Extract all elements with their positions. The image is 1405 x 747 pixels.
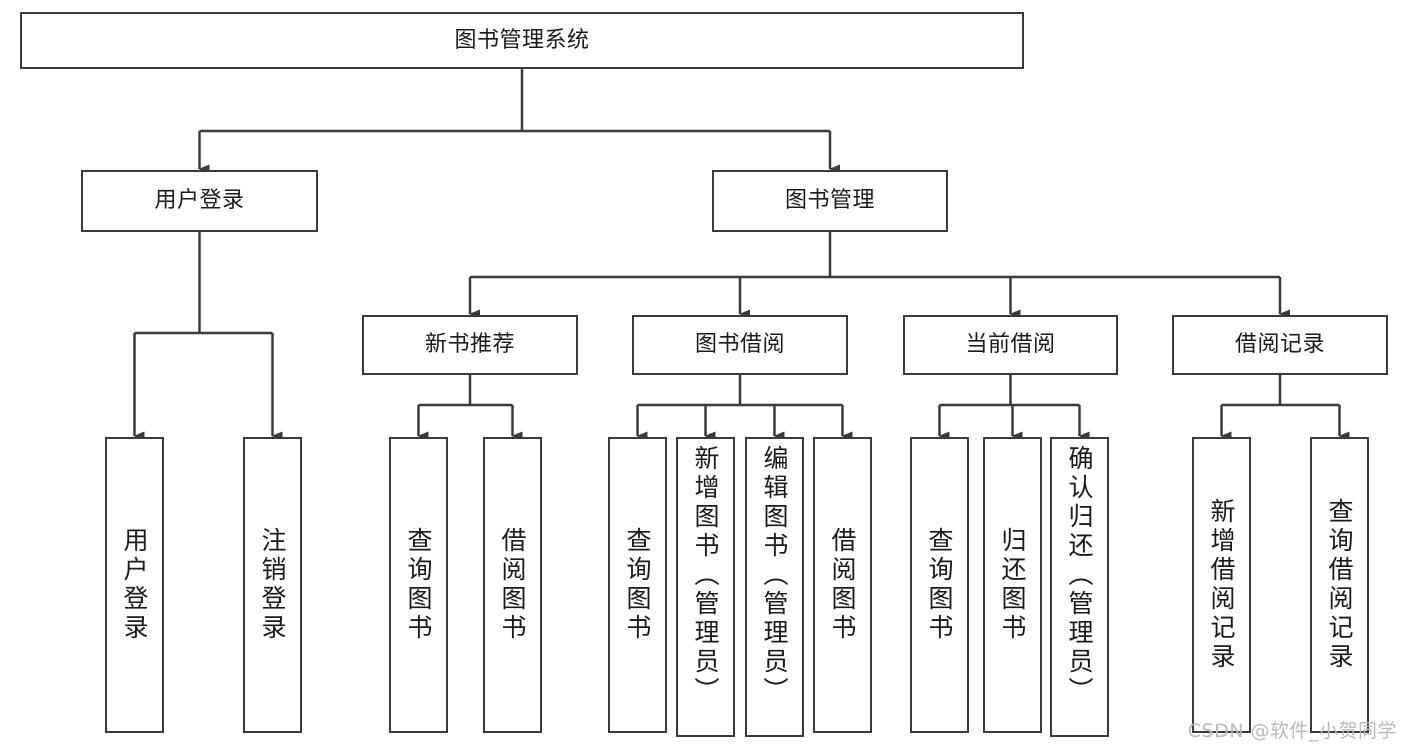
- node-leaf-confirm-return[interactable]: 确认归还（管理员）: [1050, 437, 1109, 737]
- node-label: 图书管理系统: [454, 27, 590, 53]
- node-user-login[interactable]: 用户登录: [81, 170, 318, 232]
- node-label: 用户登录: [154, 188, 245, 214]
- node-leaf-add-record[interactable]: 新增借阅记录: [1192, 437, 1251, 733]
- node-leaf-add-book[interactable]: 新增图书（管理员）: [676, 437, 735, 737]
- node-label: 确认归还（管理员）: [1065, 445, 1094, 706]
- node-label: 查询图书: [623, 527, 652, 643]
- node-current-borrow[interactable]: 当前借阅: [903, 315, 1118, 375]
- node-label: 用户登录: [120, 527, 149, 643]
- node-leaf-query-record[interactable]: 查询借阅记录: [1310, 437, 1369, 733]
- node-leaf-user-login[interactable]: 用户登录: [105, 437, 164, 733]
- node-leaf-query-book-2[interactable]: 查询图书: [608, 437, 667, 733]
- node-label: 归还图书: [998, 527, 1027, 643]
- node-label: 新增借阅记录: [1207, 498, 1236, 672]
- node-leaf-query-book-3[interactable]: 查询图书: [910, 437, 969, 733]
- node-leaf-query-book-1[interactable]: 查询图书: [389, 437, 448, 733]
- node-label: 借阅图书: [498, 527, 527, 643]
- node-label: 新书推荐: [424, 332, 515, 358]
- node-label: 图书管理: [784, 188, 875, 214]
- node-label: 查询图书: [404, 527, 433, 643]
- node-label: 编辑图书（管理员）: [760, 445, 789, 706]
- node-book-borrow[interactable]: 图书借阅: [632, 315, 848, 375]
- node-leaf-borrow-book-2[interactable]: 借阅图书: [813, 437, 872, 733]
- node-leaf-user-logout[interactable]: 注销登录: [243, 437, 302, 733]
- node-label: 新增图书（管理员）: [691, 445, 720, 706]
- node-new-book-rec[interactable]: 新书推荐: [362, 315, 578, 375]
- node-leaf-return-book[interactable]: 归还图书: [983, 437, 1042, 733]
- node-label: 借阅记录: [1234, 332, 1325, 358]
- watermark: CSDN @软件_小贺同学: [1187, 720, 1397, 742]
- node-borrow-record[interactable]: 借阅记录: [1172, 315, 1388, 375]
- node-leaf-borrow-book-1[interactable]: 借阅图书: [483, 437, 542, 733]
- node-label: 查询借阅记录: [1325, 498, 1354, 672]
- node-label: 注销登录: [258, 527, 287, 643]
- node-label: 图书借阅: [694, 332, 785, 358]
- node-label: 查询图书: [925, 527, 954, 643]
- node-leaf-edit-book[interactable]: 编辑图书（管理员）: [745, 437, 804, 737]
- node-label: 当前借阅: [965, 332, 1056, 358]
- node-root[interactable]: 图书管理系统: [20, 12, 1024, 69]
- node-label: 借阅图书: [828, 527, 857, 643]
- node-book-manage[interactable]: 图书管理: [712, 170, 948, 232]
